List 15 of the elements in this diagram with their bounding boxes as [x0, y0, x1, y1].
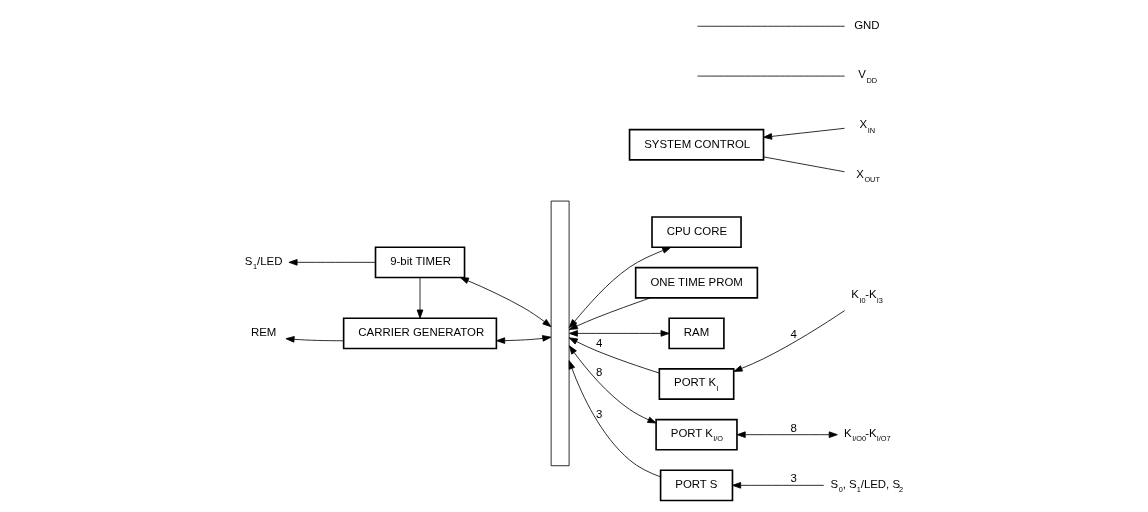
node-text: K$_{I0}$-K$_{I3}$	[851, 288, 883, 305]
node-text: X$_{OUT}$	[856, 167, 880, 185]
node-text: S$_{1}$/LED	[244, 254, 283, 272]
edge-label: 3	[596, 407, 603, 420]
node-text: GND	[854, 19, 880, 32]
edge-label: 8	[596, 366, 603, 379]
edge-label: 4	[596, 337, 603, 350]
edge-label: 8	[790, 421, 797, 434]
edge-label: 4	[790, 327, 797, 340]
node-text: V$_{DD}$	[858, 68, 878, 85]
edge-label: 3	[790, 472, 797, 485]
node-text: K$_{I/O0}$-K$_{I/O7}$	[843, 426, 891, 444]
node-text: X$_{IN}$	[859, 118, 876, 135]
node-text: S$_{0}$, S$_{1}$/LED, S$_{2}$	[830, 477, 904, 495]
node-text: REM	[250, 326, 277, 339]
